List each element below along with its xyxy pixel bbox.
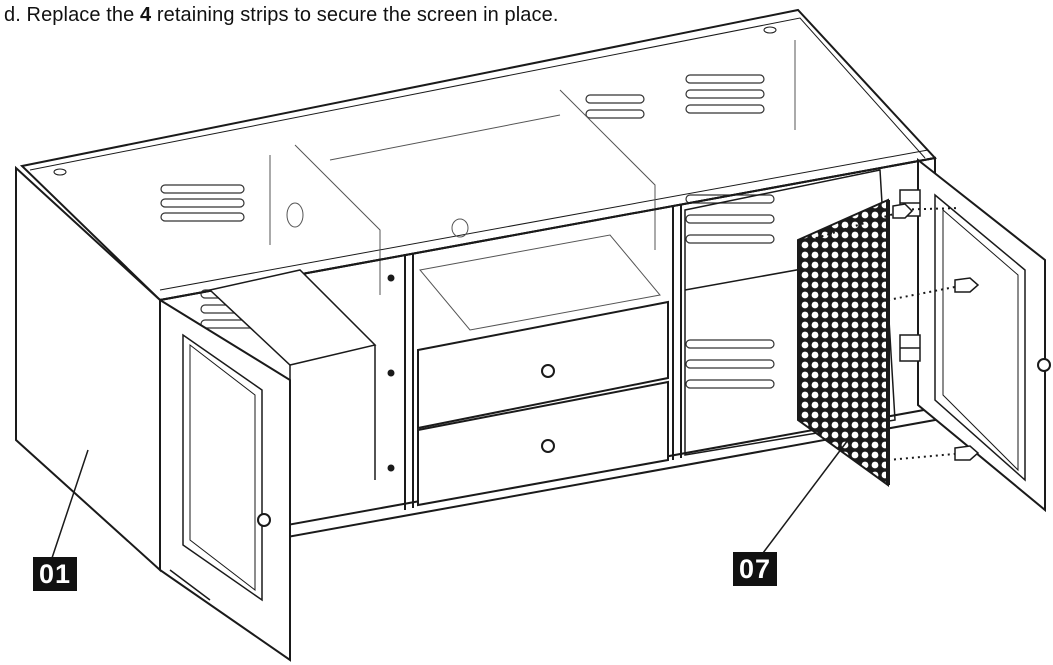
drawers (417, 300, 669, 507)
right-door (917, 157, 1051, 513)
instruction-suffix: retaining strips to secure the screen in… (151, 4, 559, 26)
instruction-prefix: d. Replace the (4, 4, 141, 26)
callout-leaders (51, 439, 849, 559)
callout-label-screen: 07 (733, 552, 778, 586)
instruction-count: 4 (140, 4, 152, 26)
honeycomb-screen (797, 198, 890, 487)
left-door (159, 298, 291, 662)
instruction-text: d. Replace the 4 retaining strips to sec… (4, 4, 559, 27)
retaining-strip-arrows (892, 203, 980, 461)
callout-label-cabinet: 01 (33, 557, 78, 591)
